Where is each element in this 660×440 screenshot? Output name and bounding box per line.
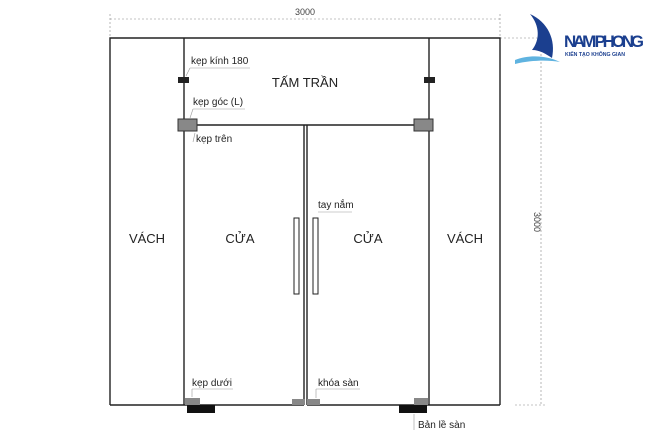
bottom-clamp-label: kẹp dưới: [192, 378, 232, 389]
corner-clamp-label: kẹp góc (L): [193, 97, 243, 108]
logo-name: NAM PHONG: [564, 32, 644, 51]
dimension-height: [500, 37, 546, 406]
left-door-label: CỬA: [225, 231, 254, 246]
transom-label: TẤM TRẦN: [272, 75, 338, 90]
right-side-label: VÁCH: [447, 231, 483, 246]
corner-clamp-right: [413, 118, 434, 132]
bottom-clamp-right: [414, 398, 428, 405]
left-side-label: VÁCH: [129, 231, 165, 246]
bottom-clamp-left: [185, 398, 200, 405]
sail-icon: [530, 14, 554, 58]
corner-clamp-left: [177, 118, 198, 132]
glass-clamp-right: [424, 77, 435, 83]
callout-leaders: [185, 67, 415, 430]
logo-tagline: KIẾN TẠO KHÔNG GIAN: [565, 50, 625, 58]
glass-clamp-180-label: kẹp kính 180: [191, 56, 249, 67]
handle-right: [312, 217, 319, 295]
floor-lock-left: [292, 399, 305, 405]
handle-label: tay nắm: [318, 198, 354, 211]
floor-lock-label: khóa sàn: [318, 378, 359, 389]
floor-lock-right: [307, 399, 320, 405]
floor-hinge-left: [187, 405, 215, 413]
top-clamp-label: kẹp trên: [196, 134, 232, 145]
handle-left: [293, 217, 300, 295]
glass-clamp-left: [178, 77, 189, 83]
height-label: 3000: [532, 212, 542, 232]
glass-frame: [109, 37, 501, 406]
right-door-label: CỬA: [353, 231, 382, 246]
width-label: 3000: [295, 7, 315, 17]
dimension-width: [109, 14, 501, 38]
floor-hinge-label: Bản lề sàn: [418, 419, 465, 431]
wave-icon: [515, 56, 560, 64]
nam-phong-logo: NAM PHONG KIẾN TẠO KHÔNG GIAN: [515, 14, 644, 64]
floor-hinge-right: [399, 405, 427, 413]
